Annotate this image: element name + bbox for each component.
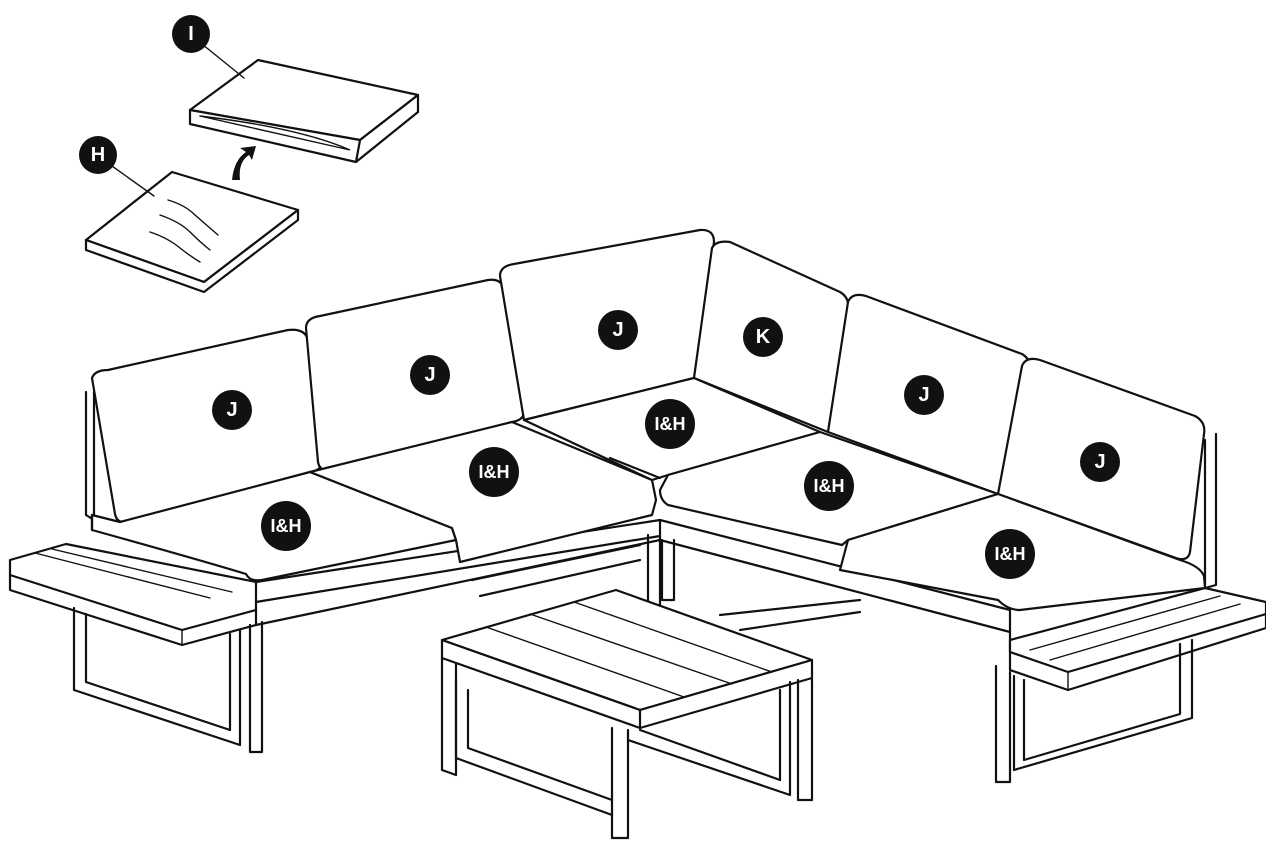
badge-back-5: J — [1080, 442, 1120, 482]
badge-seat-2: I&H — [469, 447, 519, 497]
badge-seat-1: I&H — [261, 501, 311, 551]
svg-text:J: J — [1094, 451, 1105, 473]
label-badges: I H J J J K J J — [79, 15, 1120, 579]
badge-seat-3: I&H — [645, 399, 695, 449]
svg-text:I: I — [188, 23, 194, 45]
badge-cushion-top: I — [172, 15, 210, 53]
badge-seat-5: I&H — [985, 529, 1035, 579]
badge-cushion-bottom: H — [79, 136, 117, 174]
cushion-cover-i — [188, 58, 420, 164]
svg-text:J: J — [612, 319, 623, 341]
badge-back-2: J — [410, 355, 450, 395]
svg-text:I&H: I&H — [479, 462, 510, 482]
svg-text:I&H: I&H — [655, 414, 686, 434]
svg-text:I&H: I&H — [814, 476, 845, 496]
badge-back-4: J — [904, 375, 944, 415]
svg-text:I&H: I&H — [995, 544, 1026, 564]
svg-text:J: J — [226, 399, 237, 421]
badge-back-corner: K — [743, 317, 783, 357]
insert-arrow — [232, 146, 256, 180]
svg-text:I&H: I&H — [271, 516, 302, 536]
svg-text:K: K — [756, 326, 771, 348]
cushion-detail — [84, 35, 420, 294]
coffee-table — [440, 588, 814, 840]
badge-back-1: J — [212, 390, 252, 430]
badge-back-3: J — [598, 310, 638, 350]
svg-text:J: J — [424, 364, 435, 386]
svg-text:H: H — [91, 144, 105, 166]
badge-seat-4: I&H — [804, 461, 854, 511]
cushion-insert-h — [84, 170, 300, 294]
svg-text:J: J — [918, 384, 929, 406]
